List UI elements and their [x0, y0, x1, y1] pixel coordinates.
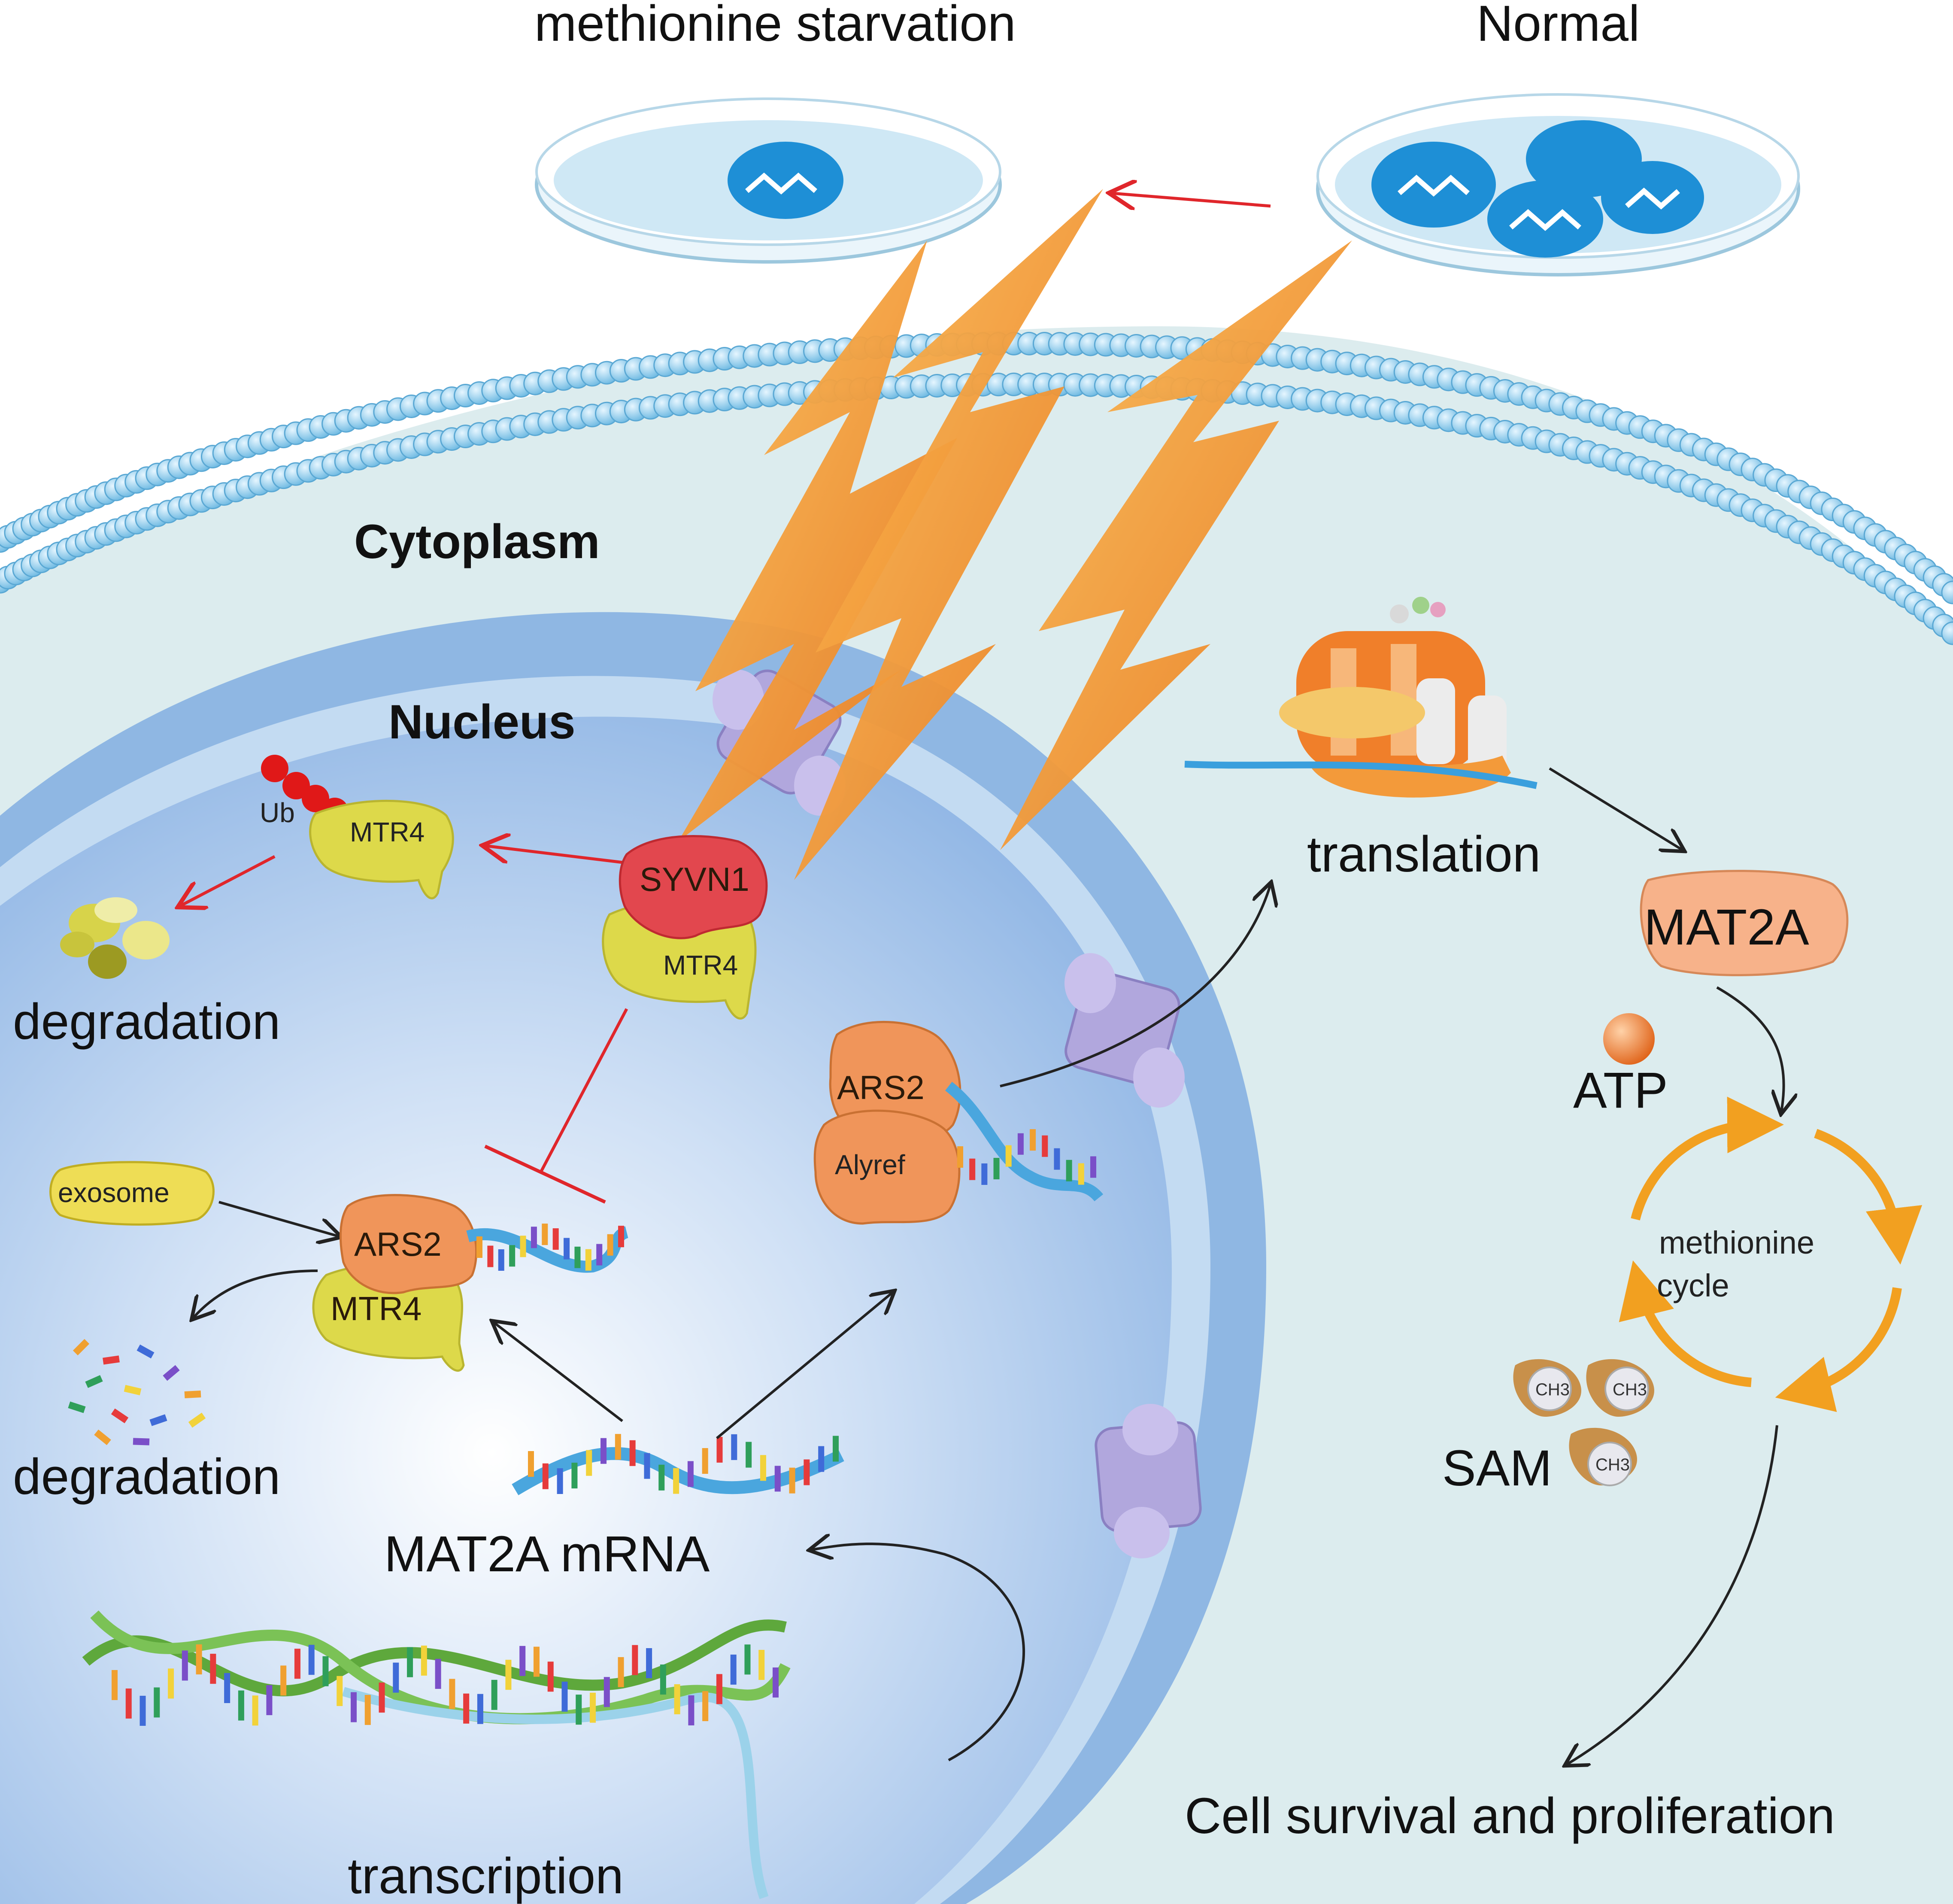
arrow-to-degradation-bottom	[193, 1269, 318, 1318]
lightning-bolt-icon	[794, 189, 1103, 880]
label-methionine-cycle-1: methionine	[1659, 1225, 1814, 1260]
inhibition-line	[539, 1008, 628, 1173]
label-cytoplasm: Cytoplasm	[354, 515, 600, 568]
arrow-transcription-to-mrna	[811, 1544, 1025, 1761]
mat2a-protein	[1640, 870, 1849, 976]
label-ars2-left: ARS2	[354, 1225, 442, 1263]
degraded-protein-icon	[60, 897, 170, 979]
label-degradation-bottom: degradation	[13, 1448, 280, 1505]
ars2-left	[339, 1194, 478, 1294]
label-ch3-b: CH3	[1613, 1380, 1647, 1399]
syvn1-protein	[619, 835, 768, 939]
nucleus	[0, 717, 1172, 1904]
arrow-cycle-to-survival	[1567, 1425, 1778, 1764]
label-ch3-a: CH3	[1535, 1380, 1570, 1399]
arrow-mrna-to-ars2-mtr4	[494, 1322, 623, 1422]
methionine-cycle	[1619, 1096, 1923, 1412]
arrow-translation-to-mat2a	[1549, 767, 1683, 850]
petri-dish-starvation	[535, 97, 1002, 264]
label-normal: Normal	[1477, 0, 1640, 52]
alyref-protein	[813, 1109, 961, 1225]
atp-molecule-icon	[1603, 1013, 1655, 1065]
exosome	[49, 1161, 215, 1226]
mrna-export-strand	[945, 1081, 1104, 1202]
label-transcription: transcription	[348, 1848, 624, 1904]
arrow-export-to-translation	[1000, 884, 1271, 1087]
methionine-molecule-icon	[1371, 142, 1496, 228]
label-mtr4-syvn1: MTR4	[663, 950, 738, 981]
methionine-molecule-icon	[728, 142, 843, 219]
label-mat2a-mrna: MAT2A mRNA	[384, 1526, 710, 1582]
label-degradation-top: degradation	[13, 993, 280, 1050]
arrow-exosome-to-ars2	[218, 1201, 339, 1236]
arrow-mrna-to-ars2-alyref	[716, 1292, 893, 1439]
label-nucleus: Nucleus	[388, 695, 576, 749]
sam-molecule-icon	[1513, 1359, 1654, 1486]
label-mat2a-protein: MAT2A	[1644, 899, 1809, 956]
methionine-molecule-icon	[1487, 180, 1603, 258]
lightning-bolt-icon	[1000, 240, 1352, 850]
mtr4-ubiquitinated	[309, 799, 454, 899]
label-mtr4-ub: MTR4	[350, 817, 425, 847]
label-mtr4-left: MTR4	[331, 1290, 422, 1327]
label-ch3-c: CH3	[1595, 1455, 1630, 1474]
label-methionine-starvation: methionine starvation	[534, 0, 1016, 52]
arrow-mat2a-to-cycle	[1716, 986, 1784, 1112]
degraded-rna-fragments	[68, 1339, 206, 1445]
mat2a-mrna-strand	[512, 1434, 844, 1495]
label-methionine-cycle-2: cycle	[1657, 1268, 1729, 1303]
label-ub: Ub	[260, 797, 295, 828]
mrna-fragment	[466, 1224, 629, 1273]
lightning-bolt-icon	[678, 240, 957, 841]
dna-double-helix	[82, 1610, 791, 1899]
label-translation: translation	[1307, 826, 1541, 883]
ribosome-icon	[1279, 597, 1511, 798]
label-alyref: Alyref	[835, 1149, 905, 1180]
label-syvn1: SYVN1	[640, 860, 749, 898]
label-sam: SAM	[1442, 1440, 1552, 1497]
arrow-syvn1-to-mtr4	[485, 846, 627, 865]
label-ars2-right: ARS2	[837, 1069, 925, 1106]
mrna-on-ribosome	[1184, 761, 1538, 789]
label-exosome: exosome	[58, 1177, 170, 1208]
label-cell-survival: Cell survival and proliferation	[1185, 1788, 1835, 1844]
arrow-normal-to-starvation	[1112, 193, 1271, 206]
nuclear-pore	[1095, 1404, 1202, 1558]
inhibition-bar	[484, 1145, 606, 1204]
arrow-mtr4-to-degradation	[180, 855, 276, 906]
label-atp: ATP	[1573, 1062, 1668, 1119]
petri-dish-normal	[1316, 93, 1800, 276]
